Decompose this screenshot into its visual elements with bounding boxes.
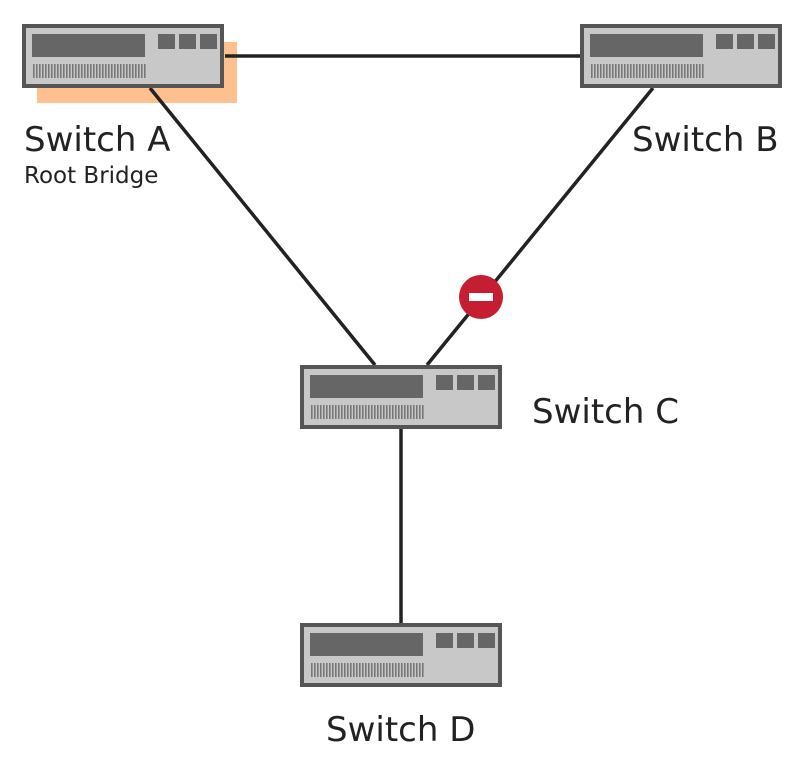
- switch-c-label: Switch C: [532, 392, 679, 432]
- link-a-c: [148, 86, 377, 367]
- link-b-c: [425, 86, 655, 367]
- switch-a-label: Switch A: [24, 120, 171, 160]
- switch-c-icon: [300, 365, 502, 429]
- switch-d-icon: [300, 623, 502, 687]
- no-entry-icon: [459, 275, 503, 319]
- root-bridge-label: Root Bridge: [24, 163, 159, 189]
- switch-b-label: Switch B: [632, 120, 779, 160]
- switch-b-icon: [580, 24, 782, 88]
- switch-d-label: Switch D: [326, 710, 476, 750]
- switch-a-icon: [22, 24, 224, 88]
